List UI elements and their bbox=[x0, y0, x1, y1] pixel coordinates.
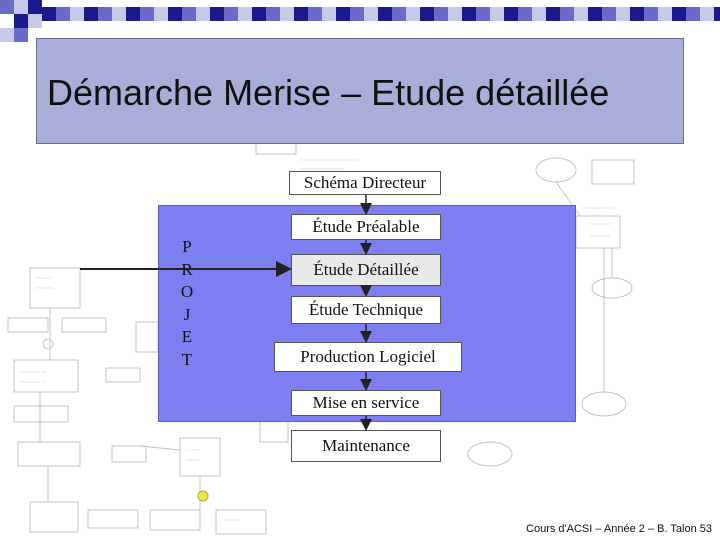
svg-text:~~~~~~~~~: ~~~~~~~~~ bbox=[20, 370, 46, 376]
decor-square bbox=[28, 0, 42, 14]
projet-letter: T bbox=[181, 349, 193, 369]
footer-text: Cours d'ACSI – Année 2 – B. Talon 53 bbox=[526, 523, 712, 535]
step-schema-directeur: Schéma Directeur bbox=[289, 171, 441, 195]
step-etude-technique: Étude Technique bbox=[291, 296, 441, 324]
projet-letter: R bbox=[181, 259, 193, 279]
svg-text:~~~~~: ~~~~~ bbox=[186, 458, 201, 464]
step-etude-prealable: Étude Préalable bbox=[291, 214, 441, 240]
decor-square bbox=[14, 14, 28, 28]
projet-letter: E bbox=[181, 327, 193, 346]
projet-letter: J bbox=[183, 304, 191, 324]
decor-bar bbox=[42, 7, 720, 21]
step-etude-detaillee: Étude Détaillée bbox=[291, 254, 441, 286]
slide-title: Démarche Merise – Etude détaillée bbox=[47, 72, 610, 113]
svg-text:~~~~~~~: ~~~~~~~ bbox=[590, 234, 611, 240]
title-box: Démarche Merise – Etude détaillée bbox=[36, 38, 684, 144]
svg-text:~~~~~~: ~~~~~~ bbox=[36, 286, 54, 292]
svg-text:~~~~~~~~~~~~~~~~~~~~: ~~~~~~~~~~~~~~~~~~~~ bbox=[300, 158, 358, 164]
projet-letter: O bbox=[180, 282, 194, 301]
svg-text:~~~~~~~~~~~~~~~: ~~~~~~~~~~~~~~~ bbox=[300, 167, 344, 173]
svg-text:~~~~~~~~~: ~~~~~~~~~ bbox=[20, 380, 46, 386]
svg-text:~~~~~~: ~~~~~~ bbox=[222, 518, 240, 524]
step-production-logiciel: Production Logiciel bbox=[274, 342, 462, 372]
decor-square bbox=[0, 28, 14, 42]
decor-square bbox=[0, 0, 14, 14]
step-maintenance: Maintenance bbox=[291, 430, 441, 462]
svg-text:~~~~~~~: ~~~~~~~ bbox=[590, 222, 611, 228]
svg-text:~~~~~: ~~~~~ bbox=[186, 448, 201, 454]
svg-text:~~~~~~~~~~~: ~~~~~~~~~~~ bbox=[582, 206, 614, 212]
svg-text:~~~~~~: ~~~~~~ bbox=[36, 276, 54, 282]
decor-square bbox=[14, 0, 28, 14]
projet-label: P R O J E T bbox=[177, 236, 197, 371]
step-mise-en-service: Mise en service bbox=[291, 390, 441, 416]
projet-letter: P bbox=[182, 237, 192, 256]
decor-square bbox=[14, 28, 28, 42]
decor-square bbox=[28, 14, 42, 28]
